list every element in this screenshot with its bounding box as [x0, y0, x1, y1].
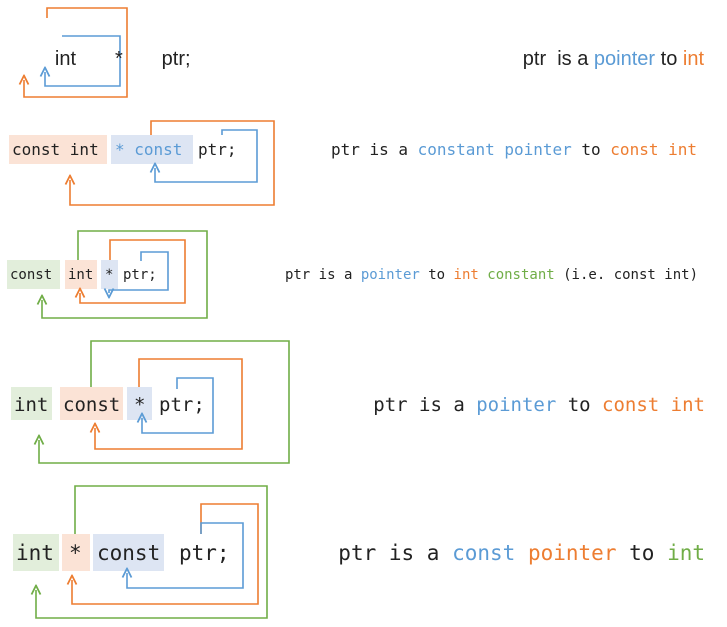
row2-blue-spiral — [155, 129, 258, 183]
row1-blue-spiral — [45, 35, 121, 87]
row5-blue-spiral — [127, 522, 244, 589]
row2-orange-spiral — [70, 120, 275, 206]
row5-orange-spiral — [72, 503, 259, 605]
row4-int-highlight — [11, 387, 52, 420]
row5-green-spiral — [36, 485, 268, 619]
row1-code-type: int — [55, 48, 77, 70]
row5-description: ptr is a const pointer to int — [338, 541, 705, 565]
row2-star-const-highlight — [111, 135, 193, 164]
row1-description: ptr is a pointer to int — [523, 48, 705, 70]
row3-green-spiral — [42, 230, 208, 319]
row4-blue-spiral — [142, 377, 214, 434]
row4-orange-spiral — [95, 358, 243, 450]
row2-description: ptr is a constant pointer to const int — [331, 140, 697, 159]
row2-const-int-highlight — [9, 135, 107, 164]
row3-star-highlight — [101, 260, 118, 289]
row3-const-highlight — [7, 260, 60, 289]
row4-description: ptr is a pointer to const int — [373, 394, 705, 416]
row3-orange-spiral — [80, 239, 186, 304]
row3-description: ptr is a pointer to int constant (i.e. c… — [285, 267, 698, 283]
row1-orange-spiral — [24, 7, 128, 98]
row3-blue-spiral — [109, 251, 169, 293]
row4-const-highlight — [60, 387, 123, 420]
row5-star-highlight — [62, 534, 90, 571]
svg-text:int * ptr;: int * ptr; — [16, 48, 218, 70]
row-1: int * ptr; ptr is a pointer to int — [16, 7, 705, 98]
row5-int-highlight — [13, 534, 59, 571]
row1-code-name: ptr; — [162, 48, 191, 70]
row1-code-star: * — [115, 48, 123, 70]
row5-const-highlight — [93, 534, 164, 571]
row3-int-highlight — [65, 260, 97, 289]
row4-green-spiral — [39, 340, 290, 464]
